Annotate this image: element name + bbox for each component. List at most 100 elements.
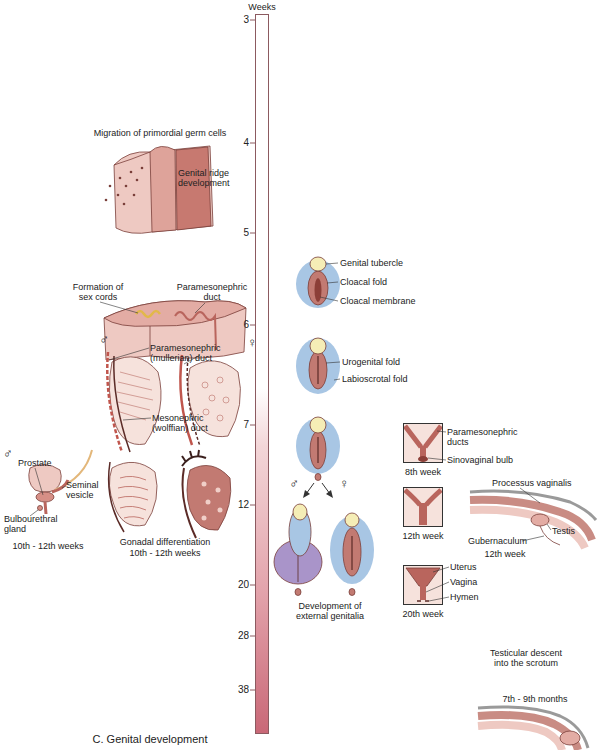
germ-cell-migration-drawing <box>119 177 122 180</box>
testis-12th-week-drawing <box>547 524 551 530</box>
vaginal-development-insets <box>405 426 441 447</box>
vaginal-development-insets <box>404 488 442 526</box>
vaginal-development-insets <box>404 424 449 604</box>
external-genitalia-drawings <box>320 297 338 301</box>
germ-cell-migration-drawing <box>125 185 128 188</box>
testis-12th-week-drawing <box>470 500 592 540</box>
part-label: Uterus <box>450 562 477 572</box>
germ-cell-migration-drawing <box>117 194 120 197</box>
part-label: ♀ <box>339 476 349 491</box>
germ-cell-migration-drawing <box>105 199 108 202</box>
external-genitalia-drawings <box>315 474 321 481</box>
external-genitalia-drawings <box>303 490 310 498</box>
part-label: Urogenital fold <box>342 357 400 367</box>
part-label: Gonadal differentiation <box>120 537 210 547</box>
vaginal-development-insets <box>437 431 446 432</box>
germ-cell-migration-drawing <box>114 146 213 233</box>
part-label: Gubernaculum <box>468 536 527 546</box>
gonadal-differentiation-drawings <box>182 450 206 466</box>
indifferent-duct-drawings <box>114 356 130 452</box>
testicular-descent-drawing <box>478 707 588 750</box>
part-label: Prostate <box>18 458 52 468</box>
external-genitalia-drawings <box>327 282 338 283</box>
vaginal-development-insets <box>418 456 428 462</box>
male-accessory-glands-drawing <box>36 492 54 502</box>
sex-cords-drawing <box>104 301 246 327</box>
testicular-descent-drawing <box>478 725 562 750</box>
stage-inset: 20th week <box>403 565 443 605</box>
figure-caption: C. Genital development <box>93 733 208 745</box>
week-number: 20 <box>238 579 249 591</box>
vaginal-development-insets <box>420 585 426 600</box>
male-accessory-glands-drawing <box>45 502 46 514</box>
vaginal-development-insets <box>433 567 449 572</box>
vaginal-development-insets <box>406 568 440 586</box>
stage-label: 20th week <box>402 609 443 619</box>
sex-cords-drawing <box>100 302 138 313</box>
external-genitalia-drawings <box>326 490 333 498</box>
vaginal-development-insets <box>426 582 449 592</box>
part-label: ♀ <box>247 335 257 350</box>
germ-cell-migration-drawing <box>123 203 126 206</box>
indifferent-duct-drawings <box>202 382 208 388</box>
indifferent-duct-drawings <box>107 348 240 452</box>
part-label: Cloacal membrane <box>340 296 416 306</box>
indifferent-duct-drawings <box>117 372 153 420</box>
part-label: Cloacal fold <box>340 277 387 287</box>
vaginal-development-insets <box>404 424 442 462</box>
gonadal-differentiation-drawings <box>216 488 221 493</box>
external-genitalia-drawings <box>315 278 322 302</box>
external-genitalia-drawings <box>317 437 318 463</box>
indifferent-duct-drawings <box>123 418 151 420</box>
external-genitalia-drawings <box>309 351 327 389</box>
part-label: 12th week <box>484 549 525 559</box>
external-genitalia-drawings <box>326 362 340 363</box>
vaginal-development-insets <box>404 566 442 604</box>
sex-cords-drawing <box>195 303 205 313</box>
indifferent-duct-drawings <box>107 352 122 452</box>
gonadal-differentiation-drawings <box>187 466 231 531</box>
external-genitalia-drawings <box>308 271 328 305</box>
part-label: ♂ <box>3 446 13 461</box>
vaginal-development-insets <box>405 490 441 505</box>
germ-cell-migration-drawing <box>133 194 136 197</box>
male-accessory-glands-drawing <box>29 464 61 492</box>
gonadal-differentiation-drawings <box>218 508 223 513</box>
external-genitalia-drawings <box>317 356 318 384</box>
germ-cell-migration-drawing <box>150 146 176 232</box>
part-label: 7th - 9th months <box>502 694 567 704</box>
part-label: Processus vaginalis <box>492 478 572 488</box>
timeline-bar: Weeks <box>255 14 269 734</box>
external-genitalia-drawings <box>310 417 326 433</box>
external-genitalia-drawings <box>345 513 359 527</box>
week-number: 7 <box>243 419 249 431</box>
gonadal-differentiation-drawings <box>206 500 211 505</box>
male-accessory-glands-drawing <box>35 468 43 495</box>
external-genitalia-drawings <box>343 528 361 576</box>
male-accessory-glands-drawing <box>38 506 43 511</box>
male-accessory-glands-drawing <box>52 480 68 492</box>
indifferent-duct-drawings <box>202 377 229 421</box>
part-label: Mesonephric (wolffian) duct <box>152 413 222 433</box>
gonadal-differentiation-drawings <box>118 476 148 519</box>
testicular-descent-drawing <box>560 731 580 745</box>
part-label: Vagina <box>450 577 477 587</box>
vaginal-development-insets <box>417 600 429 602</box>
external-genitalia-drawings <box>351 536 352 570</box>
indifferent-duct-drawings <box>203 409 209 415</box>
week-number: 38 <box>238 684 249 696</box>
week-number: 12 <box>238 499 249 511</box>
gonadal-differentiation-drawings <box>202 482 207 487</box>
part-label: ♂ <box>289 476 299 491</box>
indifferent-duct-drawings <box>217 377 223 383</box>
part-label: ♂ <box>99 332 109 347</box>
vaginal-development-insets <box>429 597 449 601</box>
testis-12th-week-drawing <box>531 514 549 526</box>
external-genitalia-drawings <box>296 418 340 474</box>
gonadal-differentiation-drawings <box>202 516 207 521</box>
external-genitalia-drawings <box>334 379 340 380</box>
part-label: Genital tubercle <box>340 258 403 268</box>
